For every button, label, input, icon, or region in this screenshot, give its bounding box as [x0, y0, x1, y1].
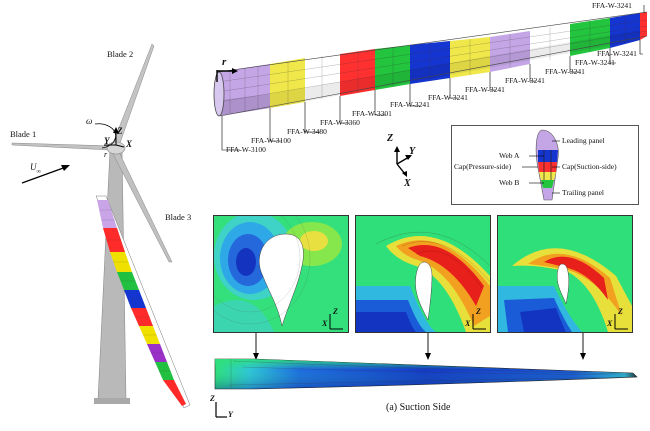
blade-section-figure — [213, 5, 648, 151]
hub-r-label: r — [104, 150, 108, 159]
airfoil-leader-lines — [221, 5, 645, 151]
hub-z-label: Z — [117, 126, 123, 136]
airfoil-label-tip: FFA-W-3241 — [592, 1, 632, 10]
panel2-z-label: Z — [476, 307, 481, 316]
blade-3-label: Blade 3 — [165, 212, 192, 222]
contour-panel-mid — [355, 215, 491, 333]
airfoil-label: FFA-W-3241 — [505, 76, 545, 85]
panel1-x-label: X — [322, 319, 328, 328]
freestream-label: U∞ — [30, 162, 41, 175]
panel3-x-label: X — [607, 319, 613, 328]
legend-trailing-panel: Trailing panel — [562, 188, 605, 197]
bottom-z-label: Z — [210, 394, 215, 403]
airfoil-section-icon — [535, 129, 559, 201]
panel2-x-label: X — [465, 319, 471, 328]
hub-x-label: X — [126, 139, 133, 149]
airfoil-label: FFA-W-3241 — [390, 100, 430, 109]
airfoil-label: FFA-W-3100 — [251, 136, 291, 145]
legend-cap-suction: Cap(Suction-side) — [562, 162, 617, 171]
legend-web-a: Web A — [499, 151, 520, 160]
wind-arrow — [21, 166, 67, 184]
mid-axes-triad — [394, 146, 412, 177]
bottom-y-label: Y — [228, 410, 233, 419]
airfoil-label: FFA-W-3360 — [320, 118, 360, 127]
legend-cap-pressure: Cap(Pressure-side) — [454, 162, 512, 171]
legend-leading-panel: Leading panel — [562, 136, 605, 145]
blade-surface-contour — [214, 358, 638, 390]
airfoil-label: FFA-W-3241 — [465, 85, 505, 94]
panel1-z-label: Z — [333, 307, 338, 316]
figure-caption: (a) Suction Side — [386, 402, 451, 413]
airfoil-label: FFA-W-3241 — [428, 93, 468, 102]
legend-web-b: Web B — [499, 178, 520, 187]
blade-1 — [11, 142, 116, 151]
wind-turbine-figure — [11, 43, 191, 409]
panel3-z-label: Z — [618, 307, 623, 316]
airfoil-label: FFA-W-3301 — [352, 109, 392, 118]
r-axis-arrow — [216, 68, 238, 82]
airfoil-label: FFA-W-3480 — [287, 127, 327, 136]
airfoil-label: FFA-W-3241 — [545, 67, 585, 76]
mid-x-label: X — [404, 178, 411, 189]
airfoil-label: FFA-W-3241 — [575, 58, 615, 67]
contour-panel-root — [213, 215, 349, 333]
mid-z-label: Z — [387, 133, 394, 144]
omega-label: ω — [86, 116, 93, 126]
contour-panel-tip — [497, 215, 633, 333]
blade-r-label: r — [222, 56, 227, 68]
blade-2-label: Blade 2 — [107, 49, 134, 59]
colored-blade — [95, 195, 191, 409]
airfoil-label: FFA-W-3100 — [226, 145, 266, 154]
blade-body — [213, 11, 648, 117]
airfoil-label: FFA-W-3241 — [597, 49, 637, 58]
hub-y-label: Y — [104, 136, 110, 146]
blade-1-label: Blade 1 — [10, 129, 37, 139]
section-legend-box: Leading panel Web A Cap(Pressure-side) C… — [451, 125, 639, 205]
mid-y-label: Y — [409, 146, 416, 157]
legend-leaders — [522, 140, 560, 194]
tower-base — [94, 398, 130, 404]
